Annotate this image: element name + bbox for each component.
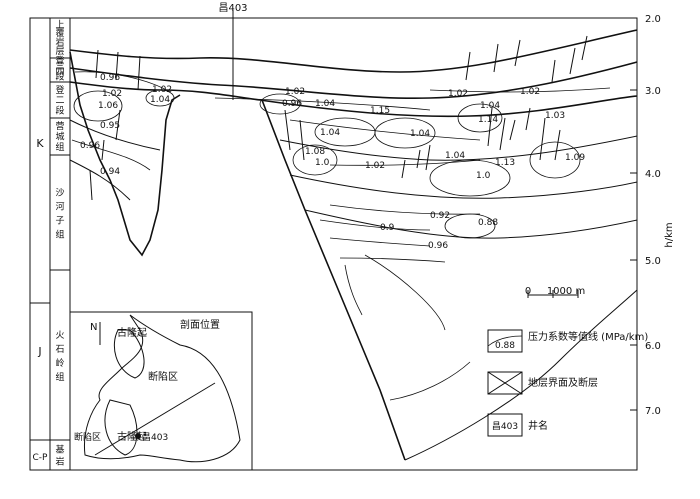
inset-label-4: 古隆起 — [117, 430, 147, 443]
contour-label: 1.0 — [476, 171, 491, 181]
contour-label: 1.06 — [98, 101, 118, 111]
contour-label: 1.04 — [480, 101, 500, 111]
contour-label: 1.03 — [545, 111, 565, 121]
contour-label: 1.02 — [102, 89, 122, 99]
inset-well-label: 昌403 — [142, 432, 168, 443]
legend-boundary-text: 地层界面及断层 — [528, 376, 598, 389]
formation-label: 营城组 — [55, 120, 64, 153]
legend-well-text: 井名 — [528, 419, 548, 432]
formation-label: 基岩 — [55, 444, 64, 468]
system-k: K — [36, 137, 44, 150]
contour-label: 1.04 — [445, 151, 465, 161]
contour-label: 0.9 — [380, 223, 395, 233]
inset-title: 剖面位置 — [180, 318, 220, 331]
contour-label: 1.08 — [305, 147, 325, 157]
formation-label: 上覆岩层 — [55, 19, 64, 57]
formation-label: 登三四段 — [55, 56, 64, 83]
system-c-p: C-P — [33, 453, 49, 463]
formation-label: 火石岭组 — [55, 330, 64, 383]
depth-tick-label: 6.0 — [645, 341, 661, 352]
contour-label: 1.02 — [152, 85, 172, 95]
contour-label: 1.04 — [320, 128, 340, 138]
well-top-label: 昌403 — [218, 2, 247, 14]
plot-frame — [29, 17, 638, 471]
scale-left: 0 — [525, 286, 531, 297]
contour-label: 0.96 — [80, 141, 100, 151]
legend-contour-text: 压力系数等值线 (MPa/km) — [528, 330, 648, 343]
legend-well-symbol — [487, 413, 523, 437]
scale-bar: 0 1000 m — [525, 286, 585, 298]
contour-label: 1.09 — [565, 153, 585, 163]
contour-label: 0.94 — [100, 167, 120, 177]
legend-contour-symbol — [487, 329, 523, 353]
depth-tick-label: 7.0 — [645, 406, 661, 417]
contour-label: 0.95 — [100, 121, 120, 131]
depth-tick-label: 2.0 — [645, 14, 661, 25]
contour-label: 1.04 — [315, 99, 335, 109]
legend-boundary-symbol — [487, 371, 523, 395]
inset-label-3: 断陷区 — [74, 431, 101, 443]
contour-label: 1.14 — [478, 115, 498, 125]
contour-label: 0.88 — [478, 218, 498, 228]
legend: 0.88 压力系数等值线 (MPa/km) 地层界面及断层 昌403 井名 — [487, 329, 648, 437]
axis-unit-label: h/km — [664, 222, 675, 247]
contour-label: 1.02 — [520, 87, 540, 97]
contour-label: 0.96 — [100, 73, 120, 83]
location-inset: 剖面位置 N 古隆起 断陷区 断陷区 古隆起 昌403 — [69, 311, 253, 471]
contour-label: 0.92 — [430, 211, 450, 221]
contour-label: 0.96 — [428, 241, 448, 251]
legend-contour-value: 0.88 — [495, 341, 515, 351]
inset-label-1: 古隆起 — [117, 326, 147, 339]
contour-label: 1.04 — [410, 129, 430, 139]
depth-tick-label: 5.0 — [645, 256, 661, 267]
inset-label-2: 断陷区 — [148, 370, 178, 383]
legend-well-sample: 昌403 — [492, 421, 518, 432]
contour-label: 1.0 — [315, 158, 330, 168]
contour-label: 1.13 — [495, 158, 515, 168]
contour-label: 1.02 — [365, 161, 385, 171]
inset-north: N — [90, 322, 97, 333]
contour-label: 0.96 — [282, 99, 302, 109]
depth-axis: 2.0 3.0 4.0 5.0 6.0 7.0 — [630, 14, 661, 417]
formation-label: 登二段 — [55, 85, 64, 117]
contour-label: 1.15 — [370, 106, 390, 116]
faults — [89, 35, 588, 201]
depth-tick-label: 3.0 — [645, 86, 661, 97]
contour-label: 1.02 — [285, 87, 305, 97]
contour-label: 1.04 — [150, 95, 170, 105]
pressure-contours — [71, 71, 611, 401]
formation-label: 沙河子组 — [55, 188, 64, 241]
contour-label: 1.02 — [448, 89, 468, 99]
system-j: J — [37, 345, 41, 358]
scale-right: 1000 m — [547, 286, 585, 297]
depth-tick-label: 4.0 — [645, 169, 661, 180]
